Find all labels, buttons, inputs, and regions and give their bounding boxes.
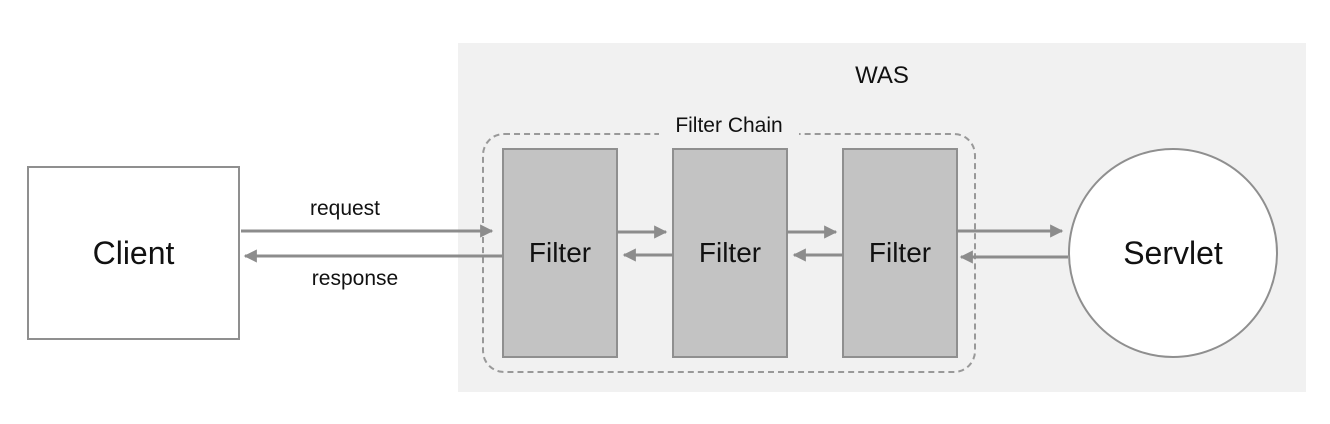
servlet-node: Servlet — [1068, 148, 1278, 358]
client-label: Client — [92, 234, 175, 271]
filter-node-3: Filter — [842, 148, 958, 358]
servlet-label: Servlet — [1123, 234, 1223, 271]
client-node: Client — [27, 166, 240, 340]
filter-label: Filter — [698, 237, 762, 268]
filter-chain-label-wrap: Filter Chain — [482, 112, 976, 140]
request-arrow-label: request — [309, 197, 381, 220]
was-label: WAS — [855, 62, 909, 89]
filter-node-2: Filter — [672, 148, 788, 358]
filter-label: Filter — [528, 237, 592, 268]
filter-chain-label: Filter Chain — [659, 112, 799, 140]
filter-node-1: Filter — [502, 148, 618, 358]
response-arrow-label: response — [311, 267, 399, 290]
filter-label: Filter — [868, 237, 932, 268]
